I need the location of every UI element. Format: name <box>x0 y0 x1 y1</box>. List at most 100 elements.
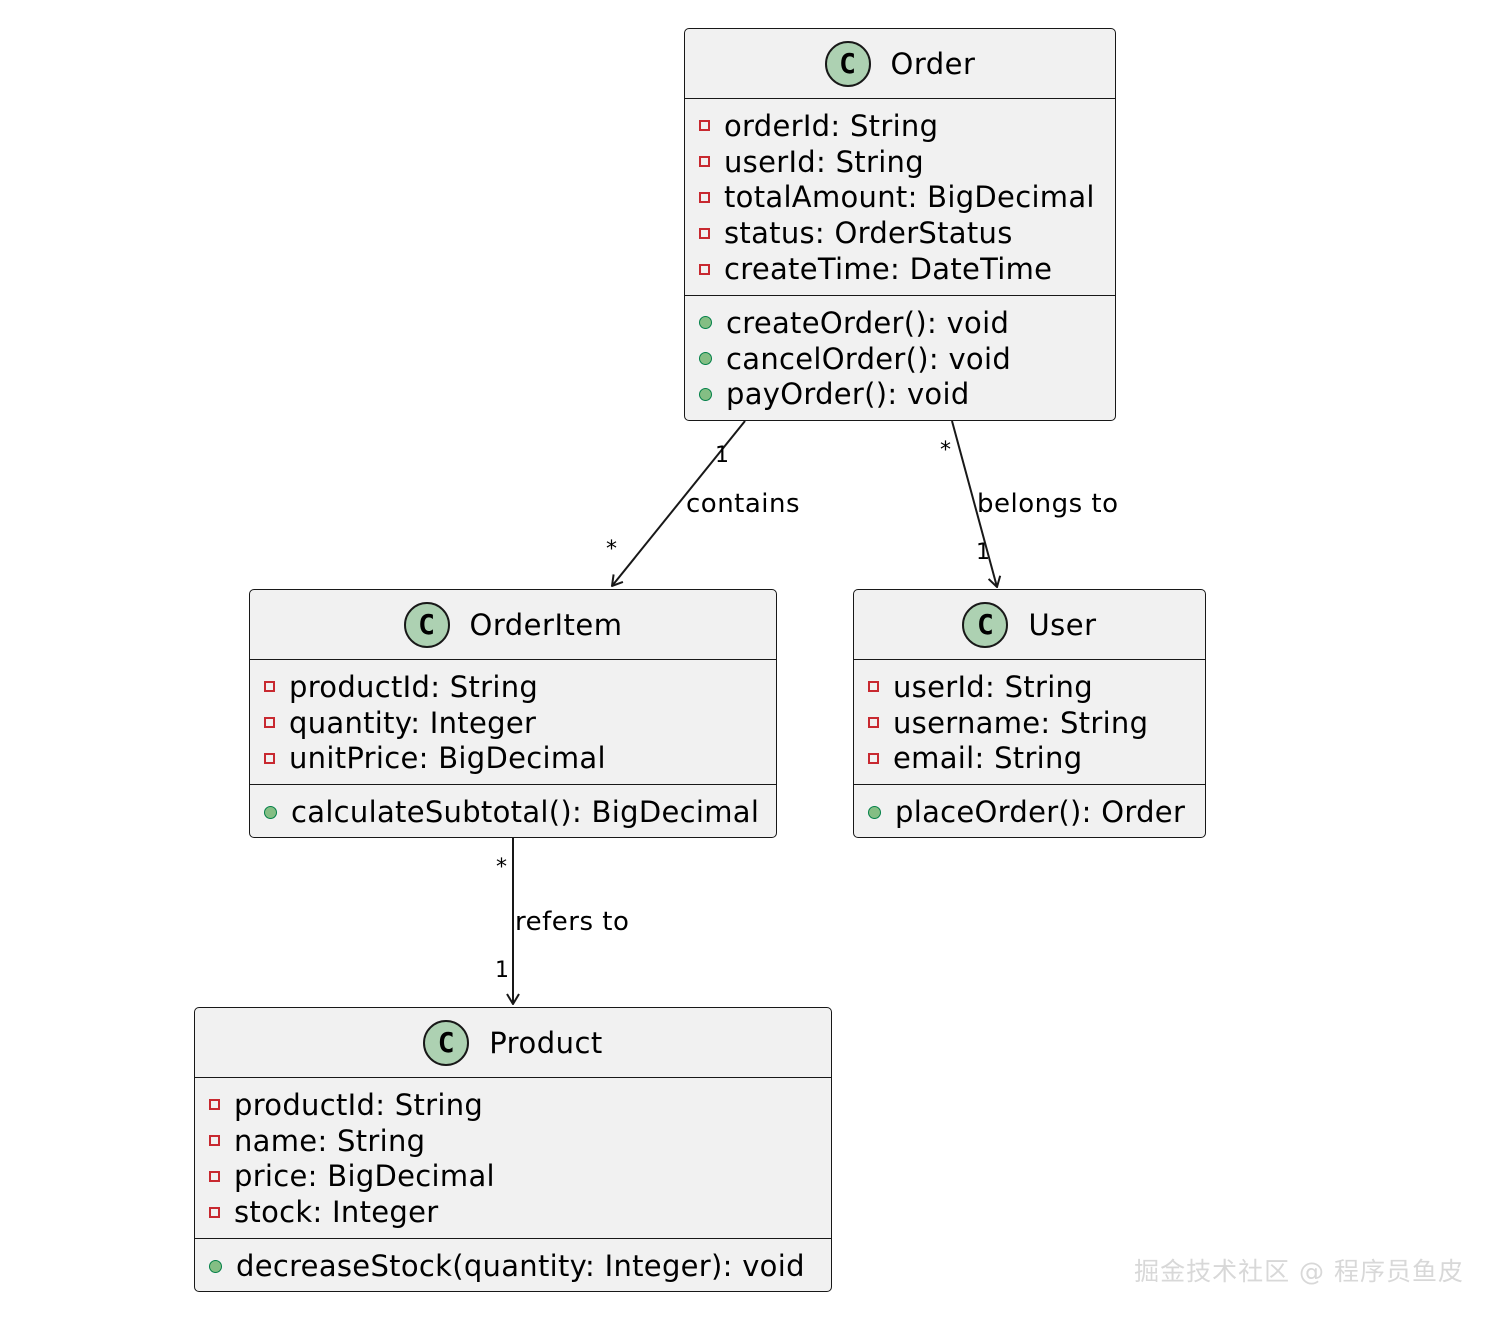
class-icon: C <box>403 601 450 648</box>
contains-to-multiplicity: * <box>606 537 617 562</box>
attribute-text: productId: String <box>289 669 539 704</box>
class-user-header: C User <box>854 590 1205 660</box>
attribute-text: stock: Integer <box>234 1195 439 1230</box>
refers-to-to-multiplicity: 1 <box>495 958 509 983</box>
class-order-methods: createOrder(): void cancelOrder(): void … <box>685 296 1115 418</box>
private-visibility-icon <box>264 752 275 764</box>
private-visibility-icon <box>868 681 879 693</box>
private-visibility-icon <box>868 752 879 764</box>
public-visibility-icon <box>699 316 712 330</box>
class-orderitem-attributes: productId: String quantity: Integer unit… <box>250 660 776 786</box>
contains-from-multiplicity: 1 <box>715 443 729 468</box>
attribute-text: name: String <box>234 1123 426 1158</box>
attribute-text: userId: String <box>893 669 1093 704</box>
method-text: decreaseStock(quantity: Integer): void <box>236 1249 805 1284</box>
class-product-attributes: productId: String name: String price: Bi… <box>195 1078 831 1240</box>
contains-label: contains <box>686 489 801 519</box>
private-visibility-icon <box>868 717 879 729</box>
method-text: createOrder(): void <box>726 305 1010 340</box>
attribute: createTime: DateTime <box>699 251 1115 287</box>
attribute: price: BigDecimal <box>209 1159 831 1195</box>
public-visibility-icon <box>699 352 712 366</box>
class-user[interactable]: C User userId: String username: String e… <box>853 589 1206 838</box>
method: cancelOrder(): void <box>699 341 1115 377</box>
attribute: status: OrderStatus <box>699 215 1115 251</box>
public-visibility-icon <box>699 387 712 401</box>
public-visibility-icon <box>868 805 881 819</box>
public-visibility-icon <box>209 1259 222 1273</box>
private-visibility-icon <box>699 156 710 168</box>
refers-to-from-multiplicity: * <box>496 855 507 880</box>
class-order[interactable]: C Order orderId: String userId: String t… <box>684 28 1116 421</box>
attribute-text: email: String <box>893 741 1083 776</box>
class-product-methods: decreaseStock(quantity: Integer): void <box>195 1239 831 1290</box>
class-user-name: User <box>1028 607 1097 642</box>
class-product-name: Product <box>489 1025 603 1060</box>
attribute-text: createTime: DateTime <box>724 252 1053 287</box>
attribute-text: status: OrderStatus <box>724 216 1013 251</box>
private-visibility-icon <box>699 120 710 132</box>
attribute: totalAmount: BigDecimal <box>699 180 1115 216</box>
attribute: orderId: String <box>699 108 1115 144</box>
class-user-methods: placeOrder(): Order <box>854 785 1205 836</box>
private-visibility-icon <box>209 1099 220 1111</box>
class-order-name: Order <box>890 46 976 81</box>
attribute-text: totalAmount: BigDecimal <box>724 180 1095 215</box>
class-icon: C <box>962 601 1009 648</box>
attribute-text: userId: String <box>724 144 924 179</box>
method-text: payOrder(): void <box>726 377 970 412</box>
class-orderitem-methods: calculateSubtotal(): BigDecimal <box>250 785 776 836</box>
attribute: name: String <box>209 1123 831 1159</box>
attribute: unitPrice: BigDecimal <box>264 741 776 777</box>
class-product-header: C Product <box>195 1008 831 1078</box>
belongs-to-label: belongs to <box>977 489 1119 519</box>
class-orderitem[interactable]: C OrderItem productId: String quantity: … <box>249 589 777 838</box>
belongs-to-to-multiplicity: 1 <box>976 540 990 565</box>
class-icon: C <box>423 1019 470 1066</box>
attribute: stock: Integer <box>209 1194 831 1230</box>
class-order-attributes: orderId: String userId: String totalAmou… <box>685 99 1115 296</box>
class-user-attributes: userId: String username: String email: S… <box>854 660 1205 786</box>
private-visibility-icon <box>699 263 710 275</box>
private-visibility-icon <box>699 227 710 239</box>
method-text: placeOrder(): Order <box>895 795 1186 830</box>
private-visibility-icon <box>264 681 275 693</box>
attribute: userId: String <box>868 669 1205 705</box>
attribute: productId: String <box>209 1087 831 1123</box>
class-orderitem-name: OrderItem <box>469 607 623 642</box>
attribute-text: price: BigDecimal <box>234 1159 495 1194</box>
method: payOrder(): void <box>699 377 1115 413</box>
edge-contains <box>612 420 746 586</box>
private-visibility-icon <box>264 717 275 729</box>
attribute: email: String <box>868 741 1205 777</box>
class-product[interactable]: C Product productId: String name: String… <box>194 1007 832 1292</box>
private-visibility-icon <box>209 1170 220 1182</box>
attribute: quantity: Integer <box>264 705 776 741</box>
attribute: productId: String <box>264 669 776 705</box>
attribute-text: username: String <box>893 705 1149 740</box>
method-text: cancelOrder(): void <box>726 341 1012 376</box>
method: calculateSubtotal(): BigDecimal <box>264 794 776 830</box>
method: createOrder(): void <box>699 305 1115 341</box>
private-visibility-icon <box>209 1206 220 1218</box>
class-orderitem-header: C OrderItem <box>250 590 776 660</box>
attribute-text: quantity: Integer <box>289 705 537 740</box>
private-visibility-icon <box>699 191 710 203</box>
class-order-header: C Order <box>685 29 1115 99</box>
attribute-text: unitPrice: BigDecimal <box>289 741 606 776</box>
attribute: userId: String <box>699 144 1115 180</box>
refers-to-label: refers to <box>515 907 630 937</box>
watermark: 掘金技术社区 @ 程序员鱼皮 <box>1134 1257 1464 1286</box>
method: decreaseStock(quantity: Integer): void <box>209 1248 831 1284</box>
edge-belongs-to <box>951 420 997 587</box>
attribute: username: String <box>868 705 1205 741</box>
belongs-to-from-multiplicity: * <box>940 438 951 463</box>
private-visibility-icon <box>209 1135 220 1147</box>
public-visibility-icon <box>264 805 277 819</box>
method: placeOrder(): Order <box>868 794 1205 830</box>
class-icon: C <box>824 40 871 87</box>
attribute-text: orderId: String <box>724 108 939 143</box>
method-text: calculateSubtotal(): BigDecimal <box>291 795 760 830</box>
attribute-text: productId: String <box>234 1087 484 1122</box>
